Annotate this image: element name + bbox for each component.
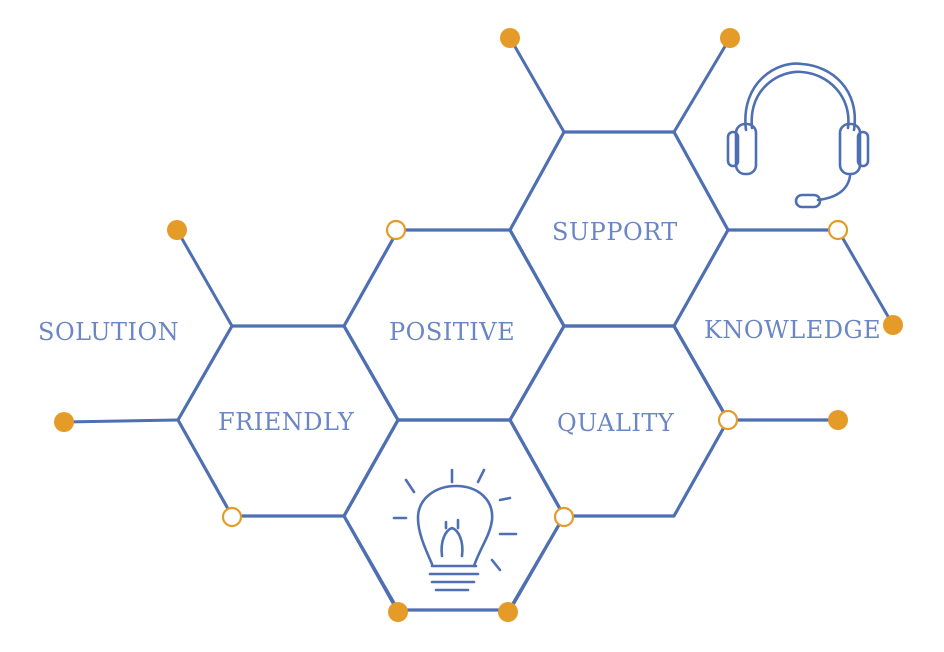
connector-top-right <box>672 36 732 134</box>
dot-solution <box>167 220 187 240</box>
junction-positive-left <box>385 219 407 241</box>
label-solution: SOLUTION <box>38 318 179 346</box>
open-dots <box>221 219 849 528</box>
connector-bottom-left <box>342 514 400 614</box>
dot-quality-right <box>828 410 848 430</box>
hexagon-network <box>176 130 840 612</box>
label-quality: QUALITY <box>557 409 675 437</box>
label-friendly: FRIENDLY <box>218 408 355 436</box>
headset-icon <box>726 62 870 209</box>
connector-solution <box>175 228 234 328</box>
label-support: SUPPORT <box>552 218 678 246</box>
junction-idea-right <box>553 506 575 528</box>
dot-top-left <box>500 28 520 48</box>
labels: SUPPORT SOLUTION POSITIVE KNOWLEDGE FRIE… <box>38 218 881 437</box>
connector-bottom-right <box>506 514 566 614</box>
junction-friendly-bottom <box>221 506 243 528</box>
connectors <box>62 36 895 614</box>
dot-knowledge <box>883 315 903 335</box>
connector-left <box>62 418 180 424</box>
connector-knowledge <box>836 228 895 327</box>
connector-top-left <box>508 36 566 134</box>
junction-support-right <box>827 219 849 241</box>
lightbulb-icon <box>392 468 518 592</box>
dot-top-right <box>720 28 740 48</box>
dot-bottom-left <box>388 602 408 622</box>
label-positive: POSITIVE <box>389 318 515 346</box>
dot-left <box>54 412 74 432</box>
junction-quality-right <box>717 409 739 431</box>
filled-dots <box>54 28 903 622</box>
dot-bottom-right <box>498 602 518 622</box>
label-knowledge: KNOWLEDGE <box>704 316 881 344</box>
